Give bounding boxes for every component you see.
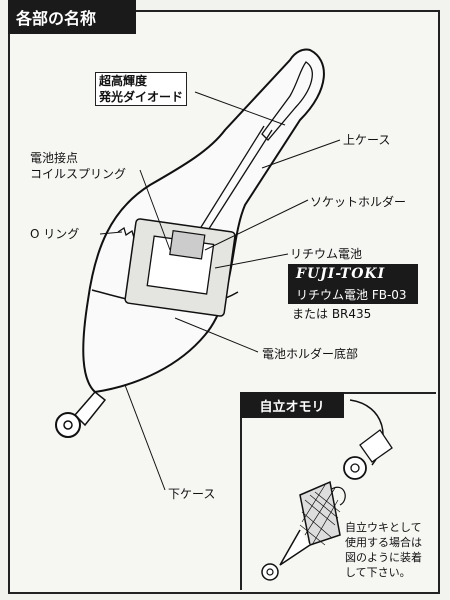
label-alt-battery: または BR435 bbox=[292, 307, 372, 321]
brand-badge: FUJI-TOKI リチウム電池 FB-03 bbox=[288, 264, 418, 304]
leader-led bbox=[194, 91, 286, 126]
socket-holder bbox=[169, 230, 206, 260]
label-battery-contact: 電池接点 bbox=[30, 151, 79, 165]
leader-upper bbox=[261, 139, 341, 169]
bottom-stem bbox=[73, 390, 107, 427]
leader-oring bbox=[99, 231, 123, 235]
label-socket-holder: ソケットホルダー bbox=[310, 195, 407, 209]
label-lithium-battery: リチウム電池 bbox=[290, 247, 363, 261]
inset-note: 自立ウキとして 使用する場合は 図のように装着 して下さい。 bbox=[345, 520, 422, 580]
leader-lower bbox=[124, 384, 166, 491]
label-o-ring: O リング bbox=[30, 227, 80, 241]
inset-illustration bbox=[261, 399, 393, 581]
leader-battery bbox=[214, 253, 289, 269]
led-lens bbox=[261, 61, 313, 141]
label-holder-bottom: 電池ホルダー底部 bbox=[262, 347, 359, 361]
label-led: 超高輝度 発光ダイオード bbox=[95, 72, 188, 106]
brand-logo: FUJI-TOKI bbox=[296, 266, 386, 282]
o-ring bbox=[117, 226, 135, 239]
page-title: 各部の名称 bbox=[8, 0, 136, 34]
inset-title: 自立オモリ bbox=[240, 392, 344, 418]
leader-socket bbox=[204, 199, 309, 251]
leader-bottom bbox=[174, 317, 259, 353]
leader-contact bbox=[139, 169, 171, 251]
label-upper-case: 上ケース bbox=[343, 133, 391, 147]
label-lower-case: 下ケース bbox=[168, 487, 216, 501]
battery-model: リチウム電池 FB-03 bbox=[296, 288, 407, 302]
label-coil-spring: コイルスプリング bbox=[30, 167, 127, 181]
